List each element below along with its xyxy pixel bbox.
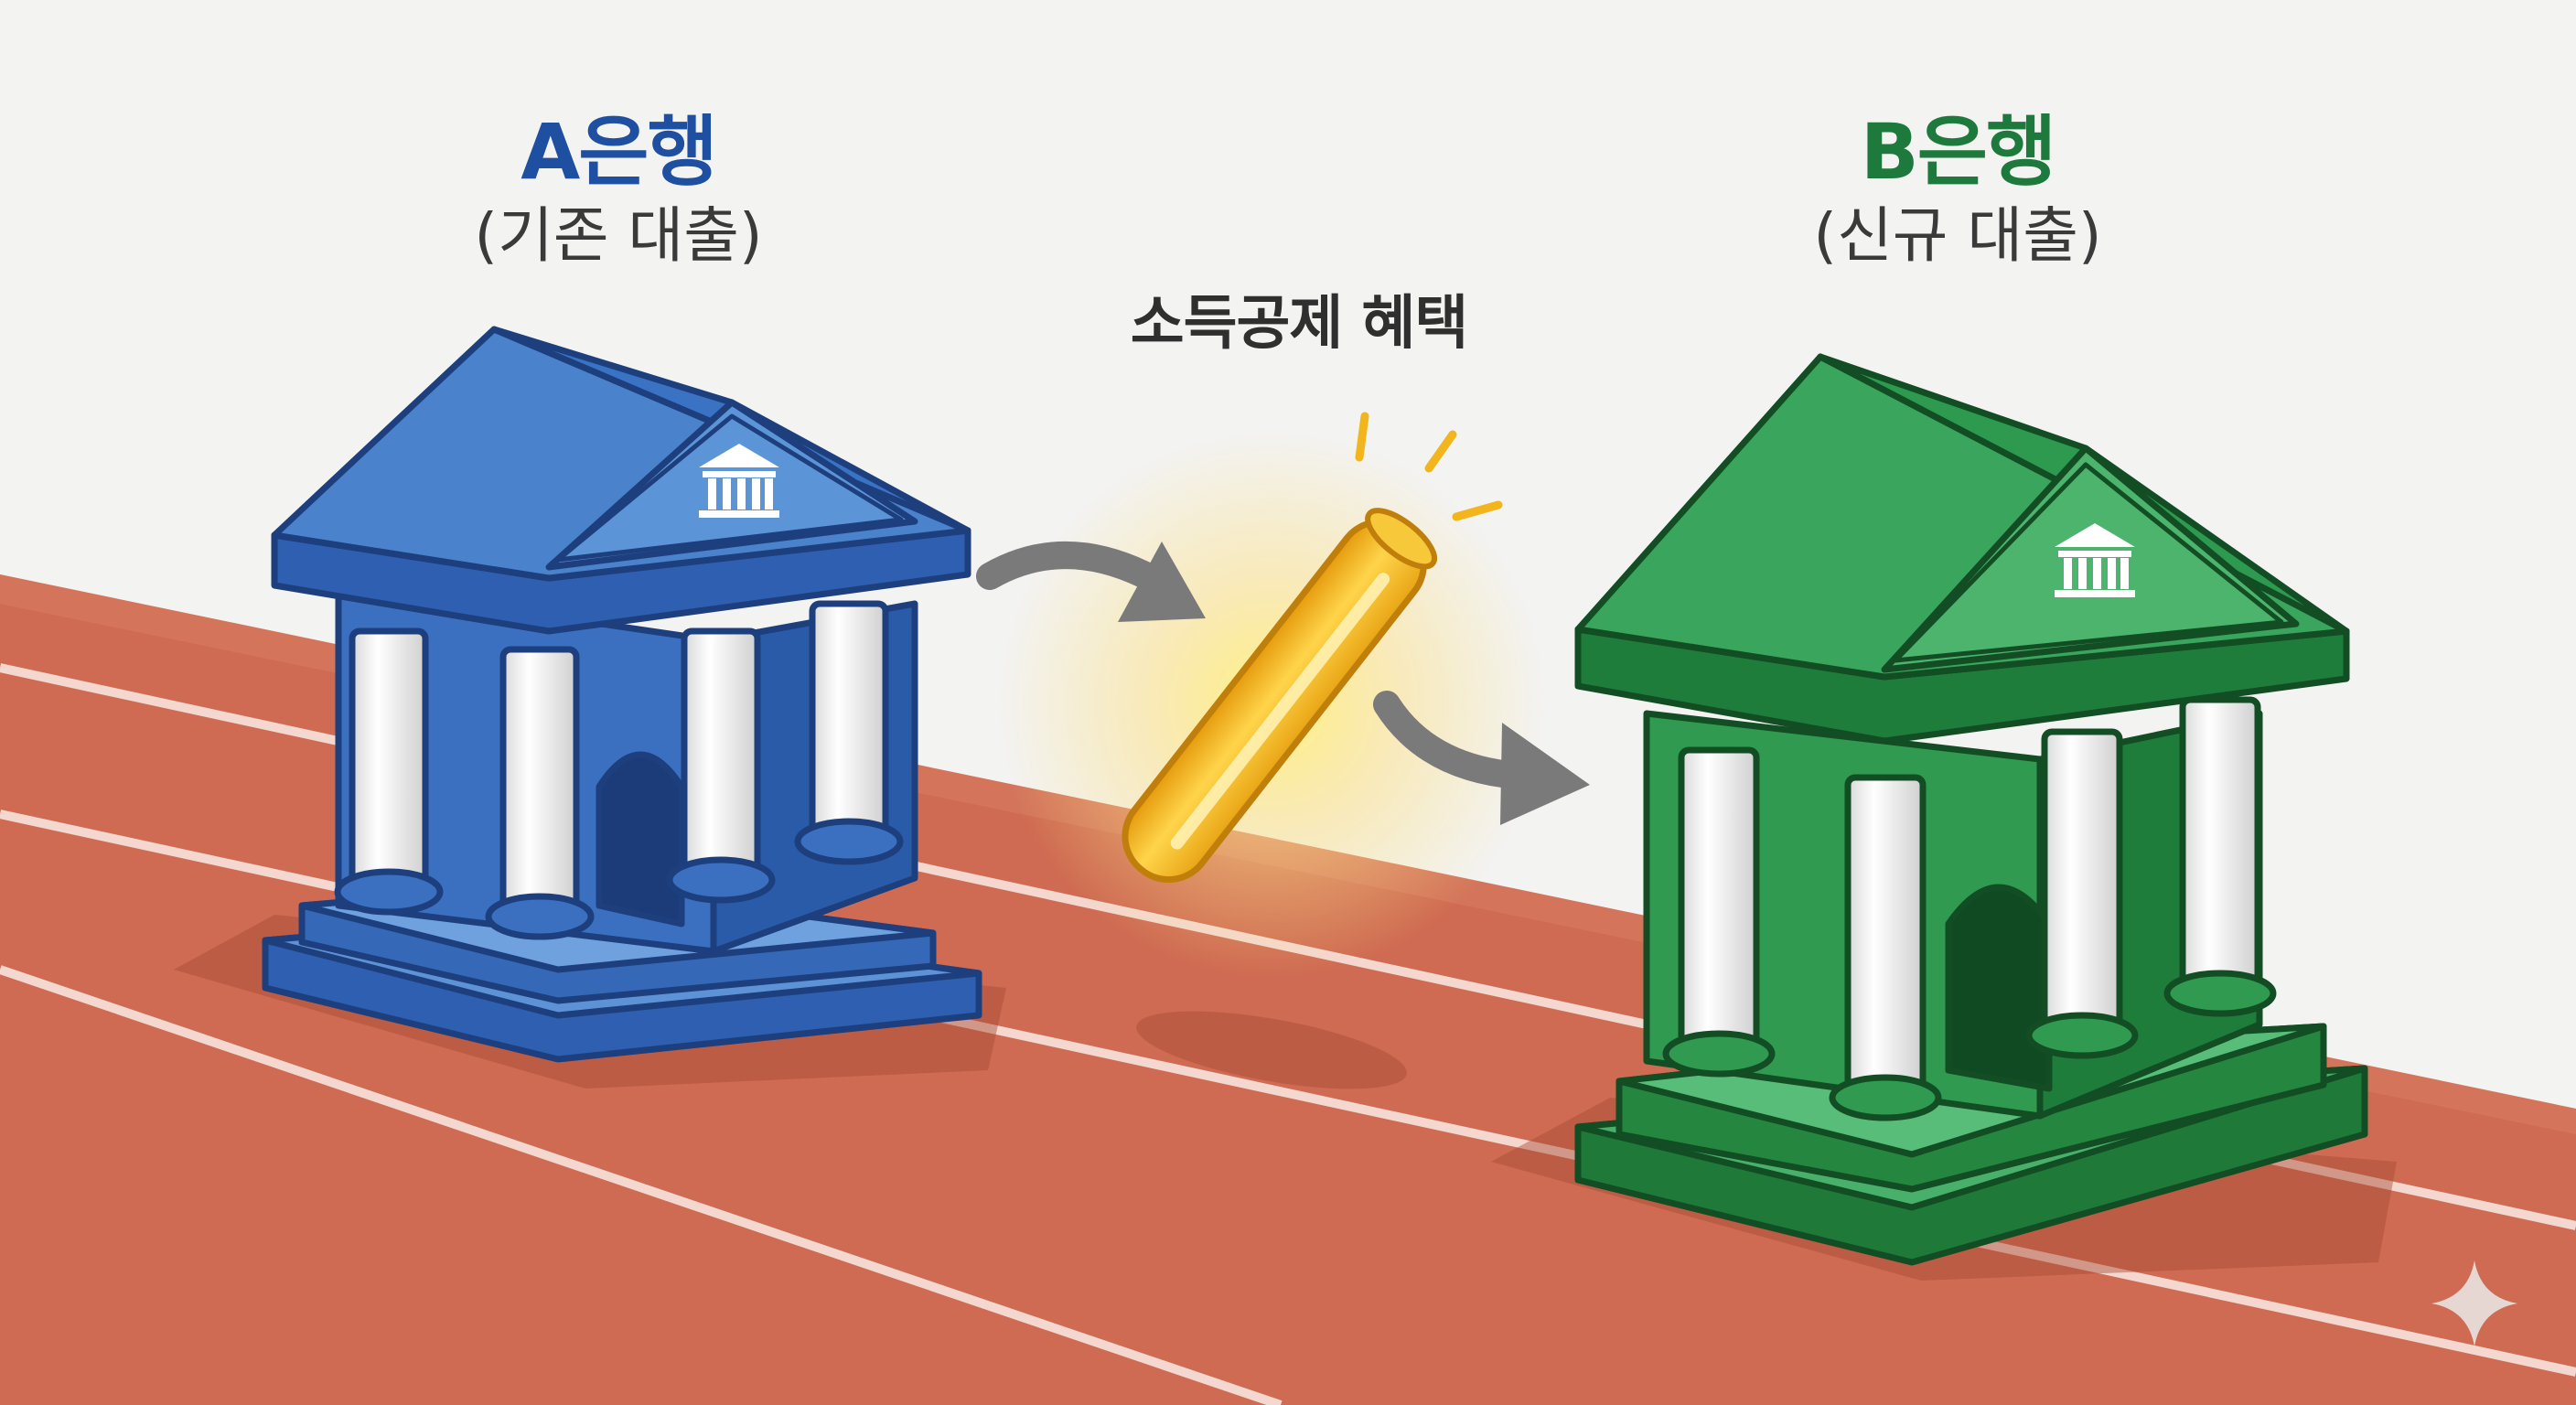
sparkle-rays xyxy=(1355,412,1503,521)
baton-caption: 소득공제 혜택 xyxy=(1130,290,1469,358)
bank-b-subtitle: (신규 대출) xyxy=(1813,200,2102,271)
bank-b-name: B은행 xyxy=(1860,107,2057,197)
bank-icon xyxy=(699,444,779,518)
sparkle-icon xyxy=(2431,1260,2517,1346)
bank-icon xyxy=(2055,523,2135,597)
bank-a-name: A은행 xyxy=(521,107,718,197)
arrow-icon xyxy=(1373,691,1590,825)
baton-icon xyxy=(1122,508,1438,884)
bank-b-building xyxy=(1574,353,2368,1266)
bank-a-columns xyxy=(334,600,904,940)
bank-a-building xyxy=(262,326,982,1063)
bank-b-columns xyxy=(1662,696,2277,1121)
bank-a-subtitle: (기존 대출) xyxy=(474,200,763,271)
arrow-icon xyxy=(976,542,1206,622)
